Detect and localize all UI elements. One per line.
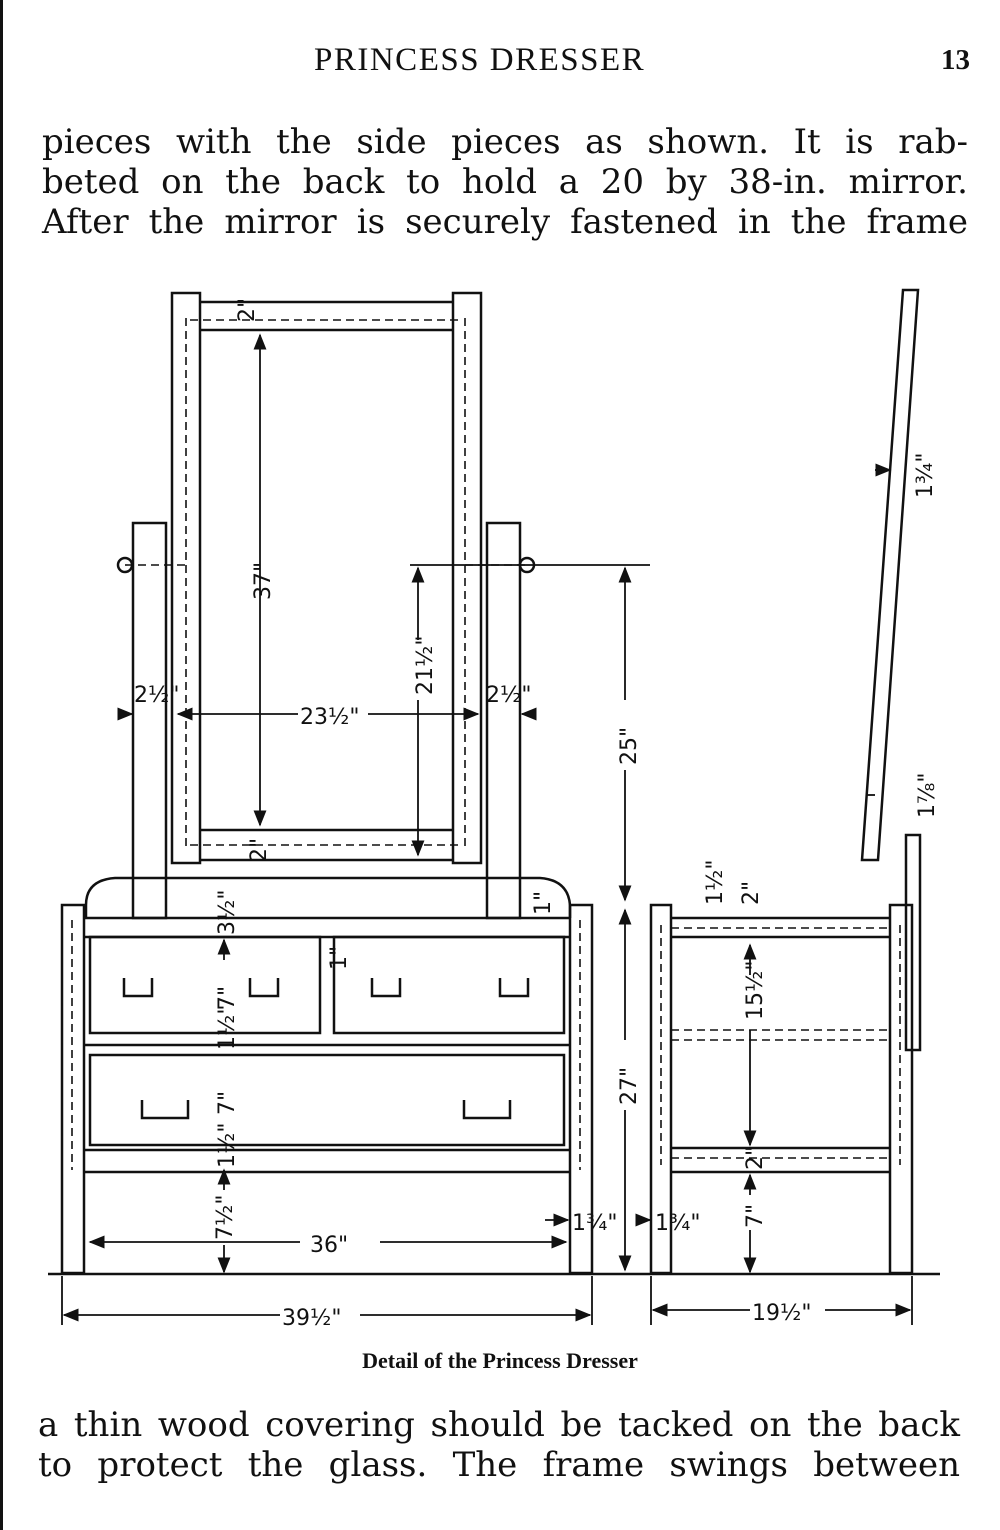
text-line: After the mirror is securely fastened in… (42, 202, 968, 242)
side-back-leg (888, 903, 914, 1275)
text-line: beted on the back to hold a 20 by 38-in.… (42, 162, 968, 202)
side-front-leg (649, 903, 673, 1275)
dimension-lines (61, 333, 913, 1325)
dim-drawer-height-1: 7" (215, 986, 240, 1010)
dim-inner-width: 36" (310, 1233, 348, 1258)
top-right-drawer (332, 935, 566, 1035)
text-line: pieces with the side pieces as shown. It… (42, 122, 968, 162)
dim-top-thickness: 1" (531, 891, 556, 915)
dim-overall-height: 27" (617, 1067, 642, 1105)
dim-mirror-thickness: 1¾" (913, 453, 938, 498)
dim-drawer-height-2: 7" (215, 1091, 240, 1115)
top-paragraph: pieces with the side pieces as shown. It… (42, 122, 968, 242)
running-head: PRINCESS DRESSER 13 (0, 40, 1000, 84)
dim-bottom-space: 7½" (213, 1195, 238, 1240)
dim-side-bottom-space: 7" (743, 1204, 768, 1228)
dimension-labels: 2" 37" 23½" 2" 2½" 2½" 21½" 25" 3½" 1" 7… (134, 298, 940, 1331)
running-head-title: PRINCESS DRESSER (314, 42, 646, 78)
tilted-mirror-frame (860, 288, 920, 862)
dresser-figure: 2" 37" 23½" 2" 2½" 2½" 21½" 25" 3½" 1" 7… (0, 270, 1000, 1350)
text-line: to protect the glass. The frame swings b… (38, 1445, 960, 1485)
dim-mirror-height: 37" (251, 562, 276, 600)
dim-side-leg: 1¾" (655, 1211, 700, 1236)
side-elevation (649, 288, 922, 1275)
dim-mirror-width: 23½" (300, 705, 359, 730)
hidden-lines (71, 318, 581, 1170)
dim-side-lower-rail: 2" (743, 1146, 768, 1170)
dim-standard-height: 25" (617, 727, 642, 765)
dim-mirror-rest: 1⅞" (915, 773, 940, 818)
page-edge-rule (0, 0, 3, 1530)
dresser-drawing: 2" 37" 23½" 2" 2½" 2½" 21½" 25" 3½" 1" 7… (48, 288, 940, 1331)
top-left-drawer (88, 935, 322, 1035)
dim-top-rail: 3½" (215, 890, 240, 935)
cabinet-top-rail (84, 876, 572, 918)
dim-divider: 1" (327, 946, 352, 970)
side-standard (904, 833, 922, 1052)
dim-side-top: 1½" (703, 860, 728, 905)
figure-caption: Detail of the Princess Dresser (362, 1348, 638, 1373)
dim-side-depth: 19½" (752, 1301, 811, 1326)
front-left-leg (60, 903, 86, 1275)
text-line: a thin wood covering should be tacked on… (38, 1405, 960, 1445)
dim-leg-inset: 1¾" (572, 1211, 617, 1236)
dim-post-left: 2½" (134, 683, 179, 708)
dim-overall-width: 39½" (282, 1306, 341, 1331)
dim-pivot-height: 21½" (413, 636, 438, 695)
dim-side-rail: 2" (739, 881, 764, 905)
dim-rail-1: 1½" (215, 1005, 240, 1050)
dim-post-right: 2½" (486, 683, 531, 708)
dim-mirror-top-rail: 2" (235, 298, 260, 322)
left-standard (131, 521, 168, 920)
page-number: 13 (941, 44, 970, 76)
dim-side-upper-space: 15½" (743, 961, 768, 1020)
front-elevation (48, 291, 940, 1276)
mirror-right-stile (451, 291, 483, 865)
bottom-paragraph: a thin wood covering should be tacked on… (38, 1405, 960, 1485)
dim-rail-2: 1½" (215, 1123, 240, 1168)
right-standard (485, 521, 522, 920)
mirror-left-stile (170, 291, 202, 865)
long-drawer (88, 1053, 566, 1147)
dim-mirror-bottom-rail: 2" (247, 838, 272, 862)
